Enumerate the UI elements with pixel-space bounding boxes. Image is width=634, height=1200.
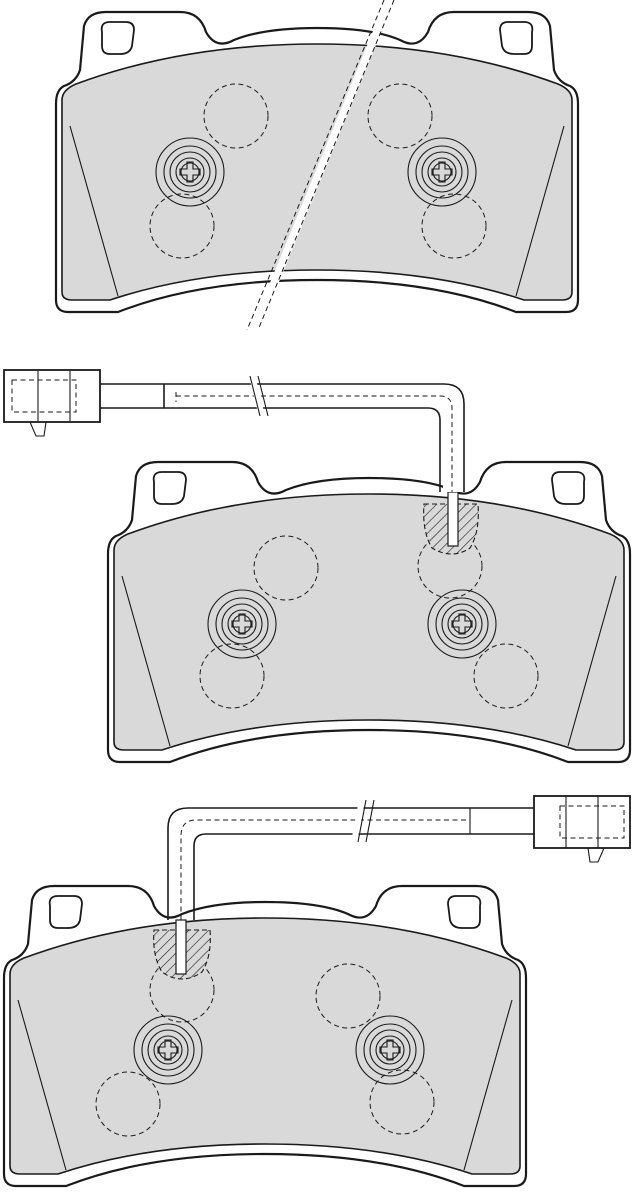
pad-bottom: [2, 795, 631, 1188]
pad-top: [54, 0, 580, 332]
pad-middle: [3, 369, 632, 764]
